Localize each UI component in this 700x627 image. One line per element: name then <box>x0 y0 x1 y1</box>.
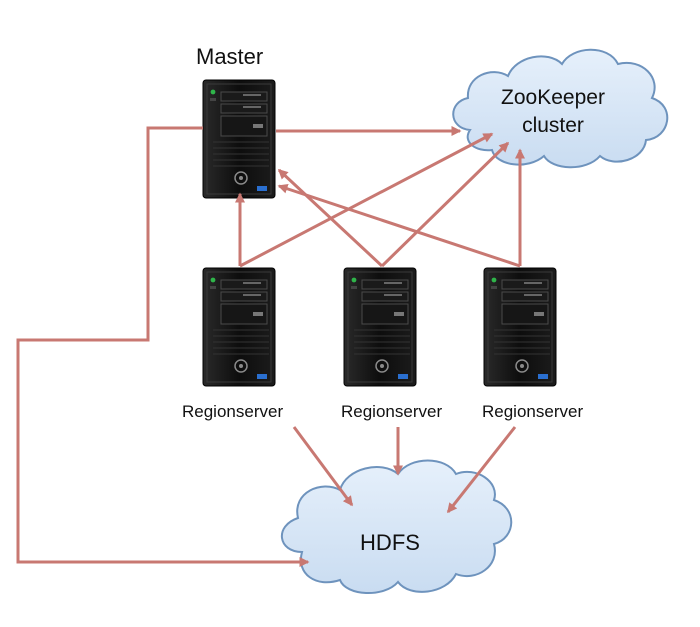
regionserver-2-icon <box>343 267 417 387</box>
arrow-rs3-to-master <box>277 183 521 268</box>
arrow-rs2-to-zookeeper <box>380 141 510 268</box>
master-label: Master <box>196 44 264 69</box>
zookeeper-label-line2: cluster <box>522 114 584 137</box>
hdfs-label: HDFS <box>360 530 420 555</box>
connection-arrows <box>16 126 525 567</box>
arrow-rs3-to-hdfs <box>446 426 517 514</box>
hdfs-cloud <box>280 459 513 595</box>
regionserver-2-label: Regionserver <box>341 402 443 421</box>
arrow-master-to-hdfs-loop <box>16 126 310 567</box>
zookeeper-cloud <box>452 48 669 169</box>
arrow-rs1-to-hdfs <box>292 426 354 507</box>
zookeeper-label-line1: ZooKeeper <box>501 86 605 109</box>
arrow-rs1-to-zookeeper <box>239 132 494 268</box>
master-server-icon <box>202 79 276 199</box>
regionserver-3-label: Regionserver <box>482 402 584 421</box>
regionserver-1-icon <box>202 267 276 387</box>
regionserver-3-icon <box>483 267 557 387</box>
regionserver-1-label: Regionserver <box>182 402 284 421</box>
zookeeper-label: ZooKeeper cluster <box>488 84 618 140</box>
